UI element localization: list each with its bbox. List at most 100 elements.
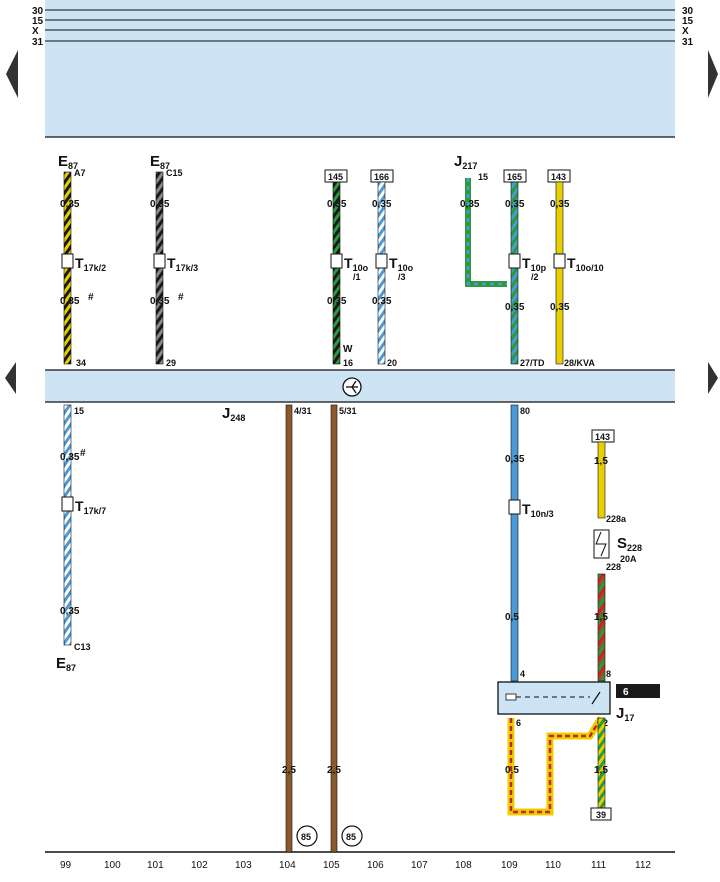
wire-size: 1,5	[594, 612, 608, 623]
ground-label-104: 85	[301, 832, 311, 842]
wire-size: 2,5	[327, 765, 341, 776]
hash-mark: #	[178, 292, 184, 303]
component-e87-c: E87	[56, 655, 76, 673]
component-e87-b: E87	[150, 153, 170, 171]
hash-mark: #	[88, 292, 94, 303]
wire-80	[510, 404, 519, 682]
j17-pin-4: 4	[520, 669, 525, 679]
ref-39: 39	[596, 810, 606, 820]
grid-number: 112	[635, 860, 651, 871]
j17-pin-6: 6	[516, 718, 521, 728]
connector-t10o1: T10o /1	[330, 253, 369, 282]
wire-j17-pin2	[597, 717, 606, 809]
svg-text:T17k/2: T17k/2	[75, 255, 106, 273]
pin-a7: A7	[74, 168, 86, 178]
w-mark: W	[343, 344, 353, 355]
grid-number: 104	[279, 860, 296, 871]
component-j217: J217	[454, 153, 477, 171]
rail-label-right-30: 30	[682, 6, 694, 17]
band-pin-15: 15	[74, 406, 84, 416]
wire-size: 0,35	[550, 199, 570, 210]
band-pin-28-kva: 28/KVA	[564, 358, 595, 368]
rail-label-left-30: 30	[32, 6, 44, 17]
ref-143-top: 143	[551, 172, 566, 182]
grid-number: 99	[60, 860, 72, 871]
fuse-s228-icon	[593, 529, 610, 559]
fuse-pin-228a: 228a	[606, 514, 627, 524]
grid-number: 108	[455, 860, 472, 871]
rail-label-left-31: 31	[32, 37, 44, 48]
rail-label-right-15: 15	[682, 16, 694, 27]
wire-143-top	[555, 181, 564, 365]
fuse-rating: 20A	[620, 554, 637, 564]
next-page-arrow-icon[interactable]	[708, 50, 718, 98]
ground-point-105	[341, 825, 363, 847]
grid-number: 106	[367, 860, 384, 871]
grid-number: 103	[235, 860, 252, 871]
connector-t17k7: T17k/7	[61, 496, 106, 516]
wire-size: 0,35	[372, 296, 392, 307]
wire-size: 0,5	[505, 612, 519, 623]
ref-166: 166	[374, 172, 389, 182]
svg-text:T10p: T10p	[522, 255, 547, 273]
wire-size: 0,5	[505, 765, 519, 776]
pin-c13: C13	[74, 642, 91, 652]
wire-size: 0,35	[505, 454, 525, 465]
ref-145: 145	[328, 172, 343, 182]
grid-number: 107	[411, 860, 428, 871]
svg-text:T10o/10: T10o/10	[567, 255, 604, 273]
wire-size: 0,35	[150, 199, 170, 210]
wire-145	[332, 181, 341, 365]
relay-badge	[616, 684, 660, 698]
wire-size: 0,35	[60, 606, 80, 617]
band-pin-80: 80	[520, 406, 530, 416]
wire-size: 0,35	[460, 199, 480, 210]
wire-size: 0,35	[60, 199, 80, 210]
band-pin-20: 20	[387, 358, 397, 368]
ref-143-bottom: 143	[595, 432, 610, 442]
rail-label-left-15: 15	[32, 16, 44, 27]
svg-text:T17k/7: T17k/7	[75, 498, 106, 516]
connector-t10o10: T10o/10	[553, 253, 604, 273]
svg-text:T10o: T10o	[389, 255, 414, 273]
connector-t17k2: T17k/2	[61, 253, 106, 273]
wire-5-31	[330, 404, 338, 853]
wire-size: 2,5	[282, 765, 296, 776]
pin-c15: C15	[166, 168, 183, 178]
ground-point-104	[296, 825, 318, 847]
rail-label-right-x: X	[682, 26, 689, 37]
band-pin-16: 16	[343, 358, 353, 368]
next-section-arrow-icon[interactable]	[708, 362, 718, 394]
grid-numbers: 99 100 101 102 103 104 105 106 107 108 1…	[60, 860, 651, 871]
band-pin-4-31: 4/31	[294, 406, 312, 416]
grid-number: 100	[104, 860, 121, 871]
connector-t10o3: T10o /3	[375, 253, 414, 282]
top-band	[45, 0, 675, 137]
fuse-pin-228: 228	[606, 562, 621, 572]
grid-number: 110	[545, 860, 561, 871]
wire-166	[377, 181, 386, 365]
band-pin-29: 29	[166, 358, 176, 368]
svg-text:/1: /1	[353, 272, 361, 282]
grid-number: 105	[323, 860, 340, 871]
svg-text:T17k/3: T17k/3	[167, 255, 198, 273]
prev-page-arrow-icon[interactable]	[6, 50, 18, 98]
svg-text:T10n/3: T10n/3	[522, 501, 554, 519]
j17-pin-8: 8	[606, 669, 611, 679]
connector-t17k3: T17k/3	[153, 253, 198, 273]
wire-4-31	[285, 404, 293, 853]
rail-label-right-31: 31	[682, 37, 694, 48]
svg-text:/3: /3	[398, 272, 406, 282]
prev-section-arrow-icon[interactable]	[5, 362, 16, 394]
pin-15-j217: 15	[478, 172, 488, 182]
ground-label-105: 85	[346, 832, 356, 842]
component-e87-a: E87	[58, 153, 78, 171]
band-pin-27-td: 27/TD	[520, 358, 545, 368]
band-pin-34: 34	[76, 358, 86, 368]
ref-165: 165	[507, 172, 522, 182]
relay-badge-text: 6	[623, 687, 629, 698]
wire-size: 1,5	[594, 456, 608, 467]
instrument-cluster-symbol-icon	[342, 377, 362, 397]
wire-j217-loop	[465, 178, 507, 287]
grid-number: 111	[591, 860, 607, 871]
